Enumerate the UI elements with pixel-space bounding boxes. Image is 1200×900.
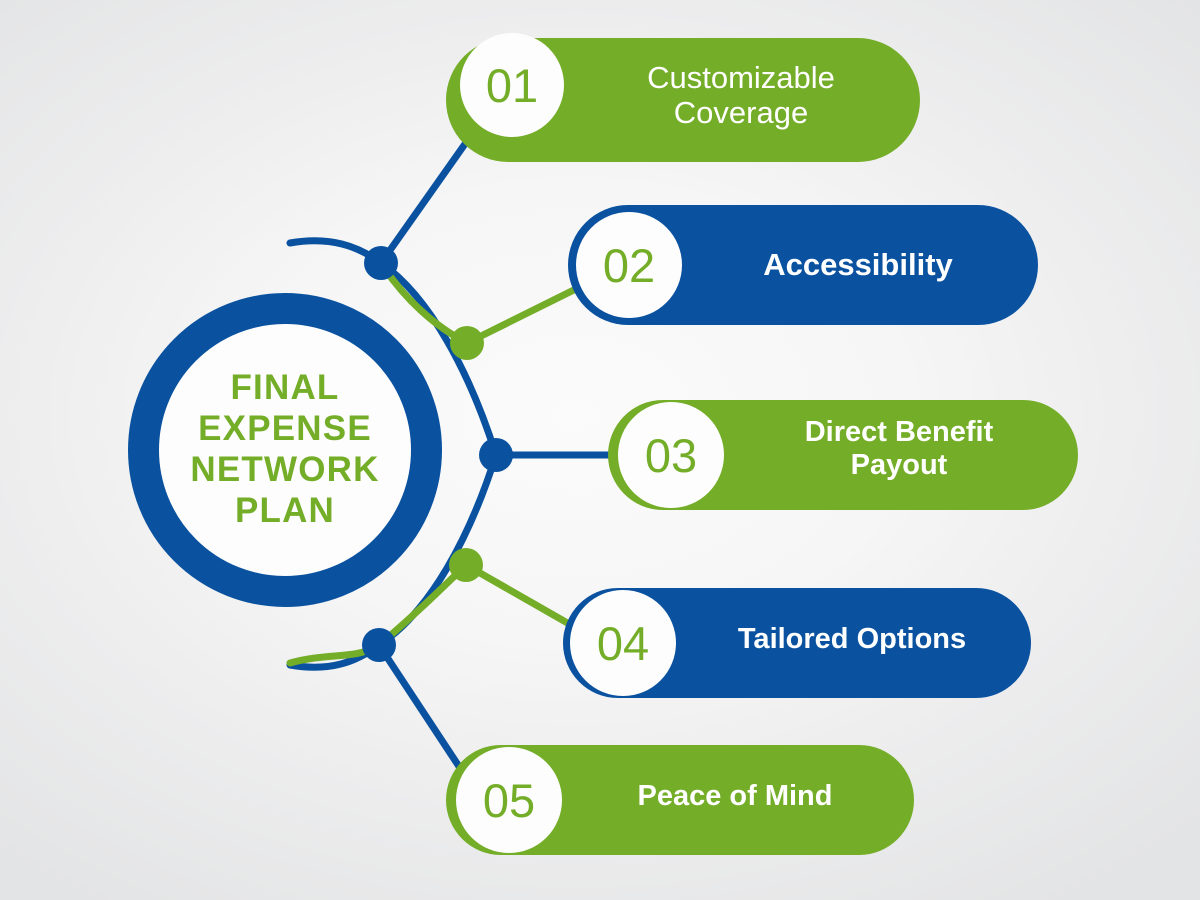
item-label-01-line-1: Customizable (647, 60, 835, 95)
item-badge-05: 05 (456, 747, 562, 853)
hub-title: FINAL EXPENSE NETWORK PLAN (184, 368, 385, 532)
item-label-04: Tailored Options (691, 623, 1013, 656)
item-pill-05[interactable]: 05 Peace of Mind (446, 745, 914, 855)
item-label-01-line-2: Coverage (673, 95, 809, 131)
hub-title-line-2: EXPENSE (198, 409, 372, 449)
item-pill-03[interactable]: 03 Direct Benefit Payout (608, 400, 1078, 510)
item-badge-02: 02 (576, 212, 682, 318)
hub-circle: FINAL EXPENSE NETWORK PLAN (128, 293, 442, 607)
item-number-03: 03 (644, 428, 698, 482)
connector-to-item-01 (377, 130, 476, 267)
item-badge-01: 01 (460, 33, 564, 137)
node-dot-01 (364, 246, 398, 280)
hub-title-line-4: PLAN (234, 490, 336, 530)
node-dot-04 (449, 548, 483, 582)
item-label-03-line-1: Direct Benefit (804, 416, 994, 448)
item-pill-02[interactable]: 02 Accessibility (568, 205, 1038, 325)
item-label-02: Accessibility (698, 247, 1018, 282)
item-number-02: 02 (602, 238, 656, 292)
item-label-05: Peace of Mind (574, 780, 896, 813)
connector-to-item-05 (375, 641, 466, 775)
item-label-02-line-1: Accessibility (763, 247, 953, 282)
node-dot-02 (450, 326, 484, 360)
item-label-03: Direct Benefit Payout (738, 416, 1060, 482)
item-badge-03: 03 (618, 402, 724, 508)
item-number-05: 05 (482, 773, 536, 827)
node-dot-03 (479, 438, 513, 472)
hub-title-line-3: NETWORK (190, 450, 380, 489)
item-label-04-line-1: Tailored Options (737, 623, 967, 655)
item-number-04: 04 (596, 616, 650, 670)
node-dot-05 (362, 628, 396, 662)
item-pill-01[interactable]: 01 Customizable Coverage (446, 33, 920, 162)
connector-green-upper (377, 259, 604, 347)
item-number-01: 01 (485, 58, 539, 112)
item-badge-04: 04 (570, 590, 676, 696)
item-label-03-line-2: Payout (850, 449, 948, 482)
item-pill-04[interactable]: 04 Tailored Options (563, 588, 1031, 698)
item-label-01: Customizable Coverage (576, 60, 906, 131)
item-label-05-line-1: Peace of Mind (637, 780, 833, 812)
hub-title-line-1: FINAL (230, 368, 340, 408)
